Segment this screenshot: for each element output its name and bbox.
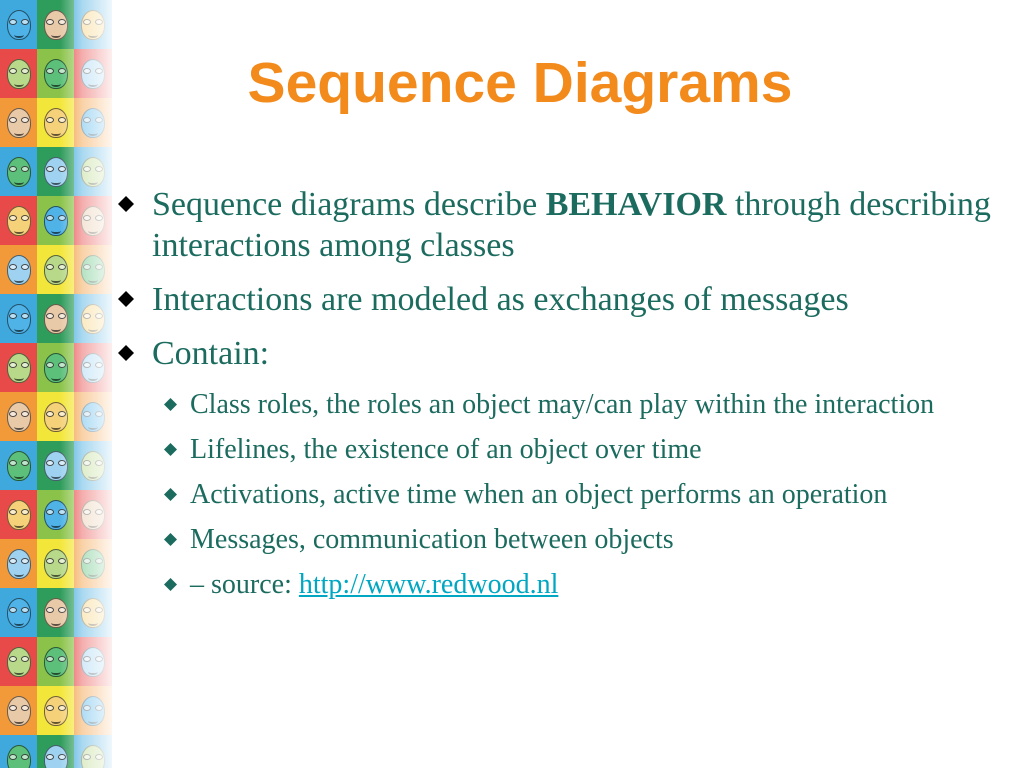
face-tile <box>74 0 112 49</box>
face-tile <box>37 637 74 686</box>
face-tile <box>0 637 37 686</box>
bullet-emphasis: BEHAVIOR <box>545 186 727 223</box>
sub-bullet-list: Class roles, the roles an object may/can… <box>112 387 992 602</box>
source-link[interactable]: http://www.redwood.nl <box>298 569 559 600</box>
face-tile <box>0 735 37 768</box>
face-tile <box>0 196 37 245</box>
face-tile <box>37 392 74 441</box>
slide-title: Sequence Diagrams <box>247 51 793 115</box>
face-tile <box>0 0 37 49</box>
bullet-item: Sequence diagrams describe BEHAVIOR thro… <box>112 184 992 266</box>
face-tile <box>74 49 112 98</box>
face-tile <box>74 490 112 539</box>
face-tile <box>74 686 112 735</box>
face-tile <box>37 0 74 49</box>
sub-bullet-item: Class roles, the roles an object may/can… <box>158 387 992 422</box>
face-tile <box>0 490 37 539</box>
slide-body: Sequence diagrams describe BEHAVIOR thro… <box>112 184 992 612</box>
diamond-bullet-icon <box>164 533 177 546</box>
face-tile <box>37 735 74 768</box>
bullet-text: Interactions are modeled as exchanges of… <box>152 281 849 318</box>
face-tile <box>0 49 37 98</box>
face-tile <box>74 539 112 588</box>
face-tile <box>74 735 112 768</box>
face-tile <box>0 441 37 490</box>
bullet-text: through describing interactions among cl… <box>152 186 991 264</box>
cartoon-face-icon <box>6 597 31 628</box>
diamond-bullet-icon <box>118 345 134 361</box>
face-strip-decoration <box>0 0 112 768</box>
diamond-bullet-icon <box>118 196 134 212</box>
face-tile <box>37 245 74 294</box>
face-tile <box>37 196 74 245</box>
face-tile <box>74 441 112 490</box>
face-tile <box>0 686 37 735</box>
sub-bullet-item: – source: http://www.redwood.nl <box>158 567 992 602</box>
face-tile <box>37 294 74 343</box>
bullet-item: Contain: <box>112 333 992 374</box>
bullet-text: Contain: <box>152 335 270 372</box>
face-tile <box>0 294 37 343</box>
sub-bullet-item: Lifelines, the existence of an object ov… <box>158 432 992 467</box>
face-tile <box>37 49 74 98</box>
face-tile <box>74 98 112 147</box>
face-tile <box>0 245 37 294</box>
sub-bullet-item: Messages, communication between objects <box>158 522 992 557</box>
sub-bullet-text: Lifelines, the existence of an object ov… <box>190 434 702 465</box>
face-tile <box>0 539 37 588</box>
diamond-bullet-icon <box>164 398 177 411</box>
face-tile <box>37 147 74 196</box>
face-tile <box>0 588 37 637</box>
face-tile <box>37 686 74 735</box>
diamond-bullet-icon <box>164 488 177 501</box>
face-tile <box>74 294 112 343</box>
cartoon-face-icon <box>6 744 31 768</box>
face-tile <box>74 245 112 294</box>
face-tile <box>37 539 74 588</box>
bullet-list: Sequence diagrams describe BEHAVIOR thro… <box>112 184 992 374</box>
face-tile <box>74 147 112 196</box>
source-prefix: – source: <box>190 569 299 600</box>
sub-bullet-text: Activations, active time when an object … <box>190 479 888 510</box>
face-tile <box>74 392 112 441</box>
face-tile <box>0 147 37 196</box>
face-tile <box>0 343 37 392</box>
face-tile <box>37 343 74 392</box>
face-tile <box>37 490 74 539</box>
sub-bullet-item: Activations, active time when an object … <box>158 477 992 512</box>
diamond-bullet-icon <box>164 578 177 591</box>
face-tile <box>0 98 37 147</box>
face-tile <box>0 392 37 441</box>
cartoon-face-icon <box>6 107 31 138</box>
face-tile <box>37 588 74 637</box>
bullet-text: Sequence diagrams describe <box>152 186 546 223</box>
face-tile <box>74 588 112 637</box>
sub-bullet-text: Class roles, the roles an object may/can… <box>190 389 935 420</box>
sub-bullet-text: Messages, communication between objects <box>190 524 674 555</box>
bullet-item: Interactions are modeled as exchanges of… <box>112 279 992 320</box>
diamond-bullet-icon <box>164 443 177 456</box>
face-tile <box>37 98 74 147</box>
diamond-bullet-icon <box>118 291 134 307</box>
face-tile <box>74 637 112 686</box>
face-tile <box>74 196 112 245</box>
face-tile <box>37 441 74 490</box>
face-tile <box>74 343 112 392</box>
